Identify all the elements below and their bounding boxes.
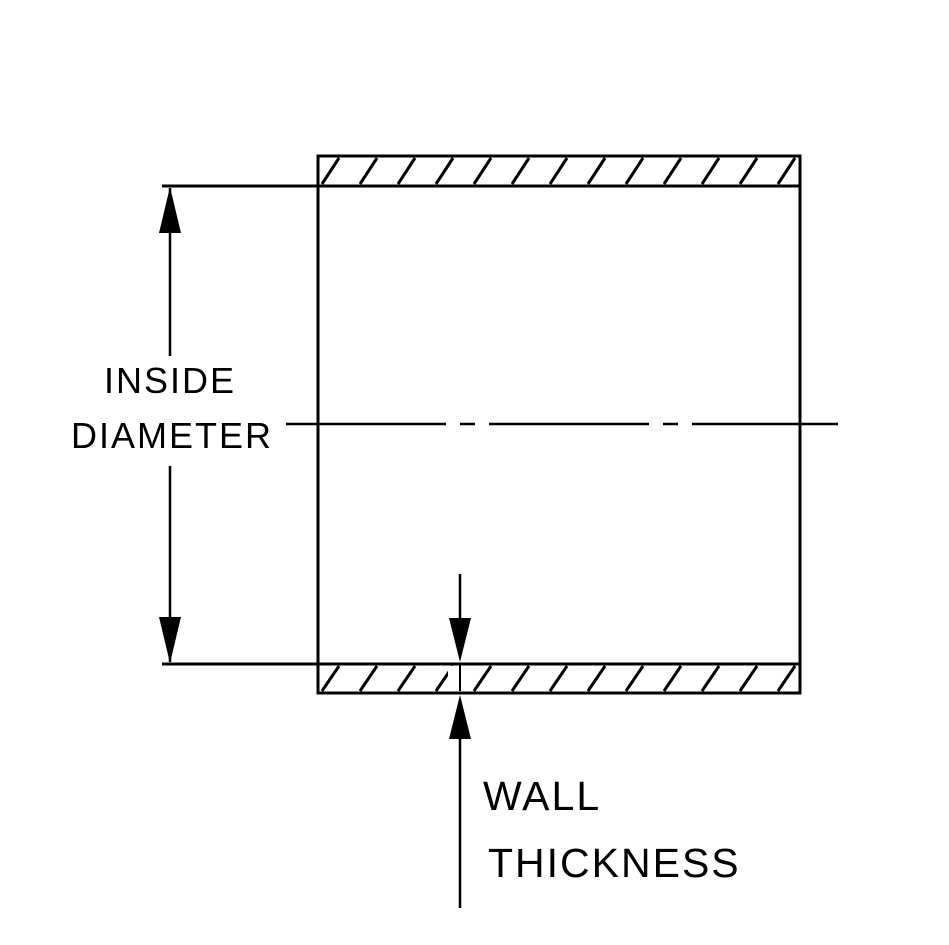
hatch-line xyxy=(624,665,645,692)
arrow-down-icon xyxy=(159,617,181,663)
hatch-line xyxy=(700,157,721,185)
hatch-line xyxy=(738,665,759,692)
top-wall-hatch xyxy=(320,157,797,185)
hatch-line xyxy=(586,157,607,185)
hatch-line xyxy=(548,665,569,692)
hatch-line xyxy=(700,665,721,692)
hatch-line xyxy=(320,665,341,692)
hatch-line xyxy=(662,157,683,185)
hatch-line xyxy=(738,157,759,185)
hatch-line xyxy=(548,157,569,185)
hatch-line xyxy=(776,157,797,185)
hatch-line xyxy=(358,665,379,692)
wall-thickness-label-line1: WALL xyxy=(483,773,601,819)
wall-thickness-dimension: WALL THICKNESS xyxy=(449,574,741,908)
hatch-line xyxy=(776,665,797,692)
hatch-line xyxy=(396,157,417,185)
hatch-line xyxy=(472,665,493,692)
inside-diameter-dimension: INSIDE DIAMETER xyxy=(71,187,273,663)
hatch-line xyxy=(396,665,417,692)
wall-thickness-label-line2: THICKNESS xyxy=(488,840,741,886)
inside-diameter-label-line1: INSIDE xyxy=(104,360,236,401)
hatch-line xyxy=(320,157,341,185)
hatch-line xyxy=(586,665,607,692)
hatch-line xyxy=(434,157,455,185)
hatch-line xyxy=(510,157,531,185)
inside-diameter-label-line2: DIAMETER xyxy=(71,415,273,456)
hatch-line xyxy=(662,665,683,692)
hatch-line xyxy=(472,157,493,185)
bottom-wall-hatch xyxy=(320,665,797,692)
hatch-line xyxy=(510,665,531,692)
arrow-up-icon xyxy=(449,695,471,739)
hatch-line xyxy=(624,157,645,185)
arrow-down-icon xyxy=(449,618,471,662)
hatch-line xyxy=(358,157,379,185)
arrow-up-icon xyxy=(159,187,181,233)
